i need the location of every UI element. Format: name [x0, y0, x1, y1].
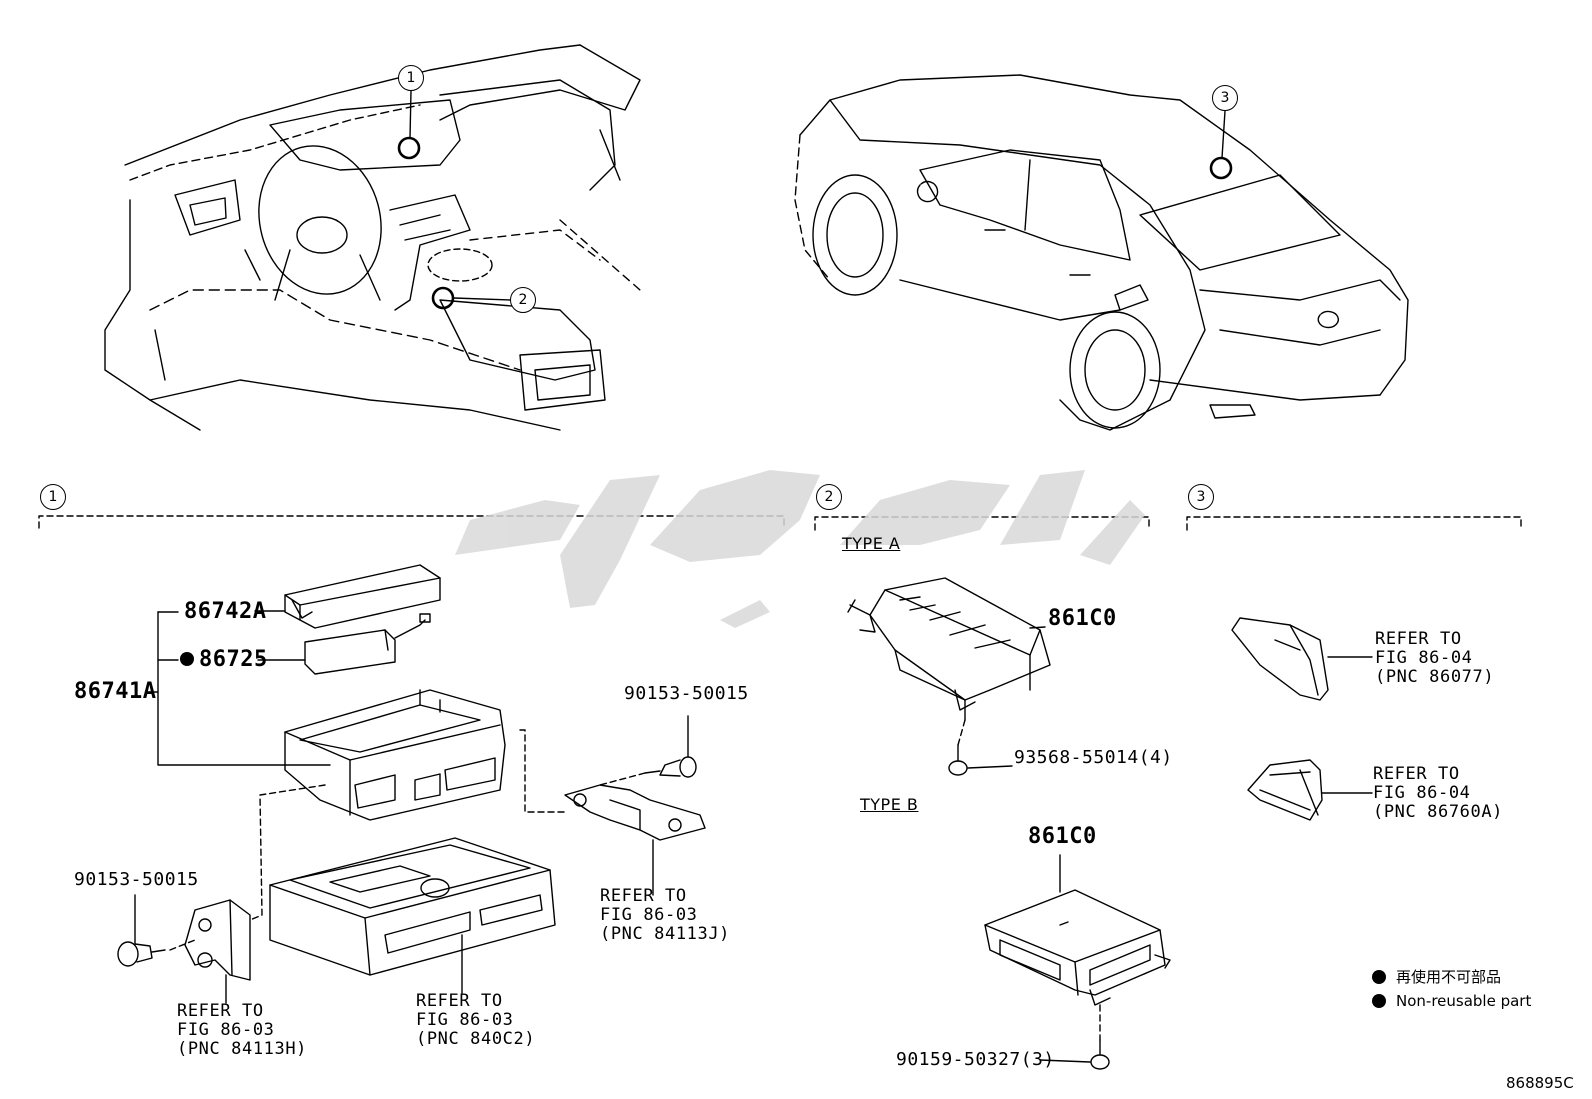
section-bracket-3 [1186, 516, 1522, 531]
legend-jp-text: 再使用不可部品 [1396, 968, 1502, 986]
part-number-bolt-top: 90153-50015 [624, 683, 749, 704]
section-2-label: 2 [824, 489, 834, 505]
bolt-90153-top-shape [644, 756, 697, 778]
part-86742A-shape [284, 564, 441, 629]
part-861C0-type-b-shape [984, 889, 1171, 1006]
callout-1: 1 [398, 65, 424, 91]
refer-840C2: REFER TO FIG 86-03 (PNC 840C2) [416, 992, 535, 1049]
part-86741A-bracket-shape [284, 689, 506, 821]
interior-illustration [104, 44, 641, 431]
section-3-number: 3 [1188, 484, 1214, 510]
refer-84113H-line3: (PNC 84113H) [177, 1039, 308, 1059]
callout-1-label: 1 [406, 70, 416, 86]
bolt-90153-left-shape [117, 941, 166, 967]
part-number-86742A: 86742A [184, 599, 267, 624]
section-1-label: 1 [48, 489, 58, 505]
screw-93568-shape [948, 744, 968, 776]
refer-84113J: REFER TO FIG 86-03 (PNC 84113J) [600, 887, 730, 944]
refer-840C2-line2: FIG 86-03 [416, 1010, 514, 1030]
bracket-84113H-shape [184, 899, 251, 981]
section-1-number: 1 [40, 484, 66, 510]
section-2-number: 2 [816, 484, 842, 510]
part-number-86725: 86725 [199, 647, 268, 672]
refer-86077-line1: REFER TO [1375, 629, 1462, 649]
refer-84113J-line2: FIG 86-03 [600, 905, 698, 925]
type-b-label: TYPE B [860, 795, 919, 814]
car-illustration [794, 74, 1409, 431]
part-86725-shape [304, 613, 431, 675]
callout-2-label: 2 [518, 292, 528, 308]
part-number-86741A: 86741A [74, 679, 157, 704]
refer-86077-line2: FIG 86-04 [1375, 648, 1473, 668]
refer-86760A: REFER TO FIG 86-04 (PNC 86760A) [1373, 765, 1503, 822]
part-840C2-unit-shape [269, 837, 556, 976]
part-number-screw-93568: 93568-55014(4) [1014, 747, 1173, 768]
refer-84113H-line2: FIG 86-03 [177, 1020, 275, 1040]
type-a-label: TYPE A [842, 534, 901, 553]
part-861C0-type-a-shape [847, 577, 1051, 721]
antenna-86760A-shape [1247, 759, 1323, 821]
refer-840C2-line3: (PNC 840C2) [416, 1029, 536, 1049]
legend-en-text: Non-reusable part [1396, 992, 1532, 1010]
part-number-screw-90159: 90159-50327(3) [896, 1049, 1055, 1070]
bracket-84113J-shape [564, 784, 706, 841]
refer-84113H: REFER TO FIG 86-03 (PNC 84113H) [177, 1002, 307, 1059]
refer-84113J-line3: (PNC 84113J) [600, 924, 731, 944]
legend-dot-icon [1372, 994, 1386, 1008]
refer-84113H-line1: REFER TO [177, 1001, 264, 1021]
callout-3: 3 [1212, 85, 1238, 111]
refer-840C2-line1: REFER TO [416, 991, 503, 1011]
callout-2: 2 [510, 287, 536, 313]
refer-86077-line3: (PNC 86077) [1375, 667, 1495, 687]
location-marker-1 [397, 136, 421, 160]
refer-86760A-line3: (PNC 86760A) [1373, 802, 1504, 822]
part-number-bolt-left: 90153-50015 [74, 869, 199, 890]
screw-90159-shape [1090, 1039, 1110, 1070]
antenna-86077-shape [1231, 617, 1329, 701]
location-marker-3 [1209, 156, 1233, 180]
non-reusable-dot [180, 652, 194, 666]
watermark-logo [455, 470, 1145, 628]
location-marker-2 [431, 286, 455, 310]
part-number-861C0-type-a: 861C0 [1048, 606, 1117, 631]
refer-86760A-line2: FIG 86-04 [1373, 783, 1471, 803]
figure-id: 868895C [1506, 1074, 1574, 1092]
refer-84113J-line1: REFER TO [600, 886, 687, 906]
legend-en: Non-reusable part [1372, 992, 1531, 1010]
section-3-label: 3 [1196, 489, 1206, 505]
legend-dot-icon [1372, 969, 1386, 984]
refer-86077: REFER TO FIG 86-04 (PNC 86077) [1375, 630, 1494, 687]
legend-jp: 再使用不可部品 [1372, 966, 1501, 987]
refer-86760A-line1: REFER TO [1373, 764, 1460, 784]
part-number-861C0-type-b: 861C0 [1028, 824, 1097, 849]
callout-3-label: 3 [1220, 90, 1230, 106]
